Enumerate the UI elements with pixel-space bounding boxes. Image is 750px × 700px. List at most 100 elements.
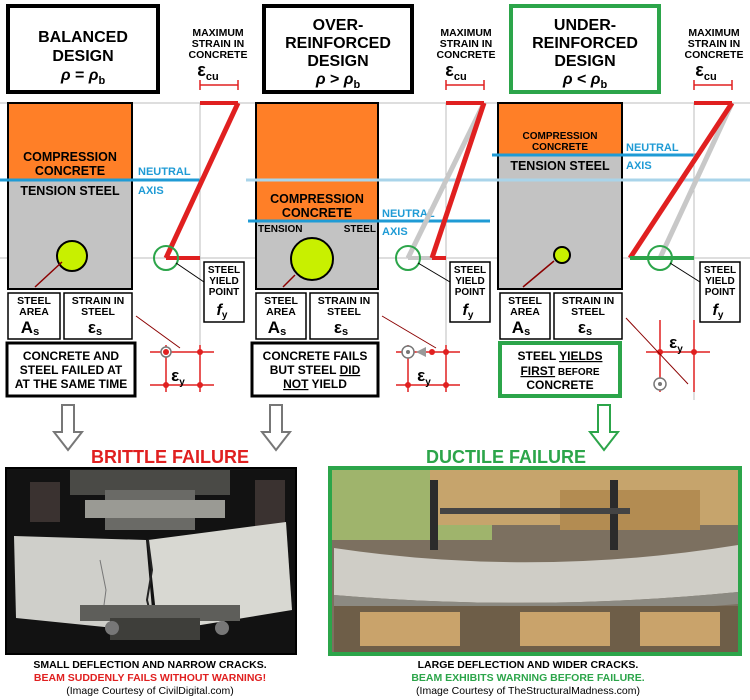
svg-text:CONCRETE: CONCRETE [437, 49, 496, 61]
svg-text:NEUTRAL: NEUTRAL [626, 142, 679, 154]
balanced-eps-cu: εcu [197, 60, 218, 83]
panel-over-reinforced: OVER- REINFORCED DESIGN ρ > ρb MAXIMUM S… [246, 4, 496, 398]
svg-text:CONCRETE FAILS: CONCRETE FAILS [263, 349, 368, 363]
brittle-caption-credit: (Image Courtesy of CivilDigital.com) [66, 685, 233, 697]
balanced-compression-label1: COMPRESSION [23, 150, 117, 164]
balanced-tension-label: TENSION STEEL [20, 184, 120, 198]
svg-text:UNDER-: UNDER- [554, 17, 616, 34]
svg-text:STRAIN IN: STRAIN IN [72, 295, 125, 307]
svg-text:AREA: AREA [510, 306, 540, 318]
svg-text:MAXIMUM: MAXIMUM [688, 27, 740, 39]
svg-text:FIRST BEFORE: FIRST BEFORE [520, 364, 599, 378]
svg-text:STEEL: STEEL [454, 265, 486, 276]
svg-text:STEEL: STEEL [17, 295, 51, 307]
ductile-caption-credit: (Image Courtesy of TheStructuralMadness.… [416, 685, 640, 697]
svg-text:CONCRETE: CONCRETE [282, 206, 352, 220]
svg-text:CONCRETE AND: CONCRETE AND [23, 349, 120, 363]
svg-text:STRAIN IN: STRAIN IN [318, 295, 371, 307]
under-steel-area-box [499, 292, 551, 340]
svg-text:εcu: εcu [445, 60, 466, 83]
svg-text:AREA: AREA [19, 306, 49, 318]
svg-text:fy: fy [713, 302, 724, 321]
balanced-yield-point-marker [153, 245, 179, 271]
svg-text:STEEL: STEEL [344, 224, 376, 235]
under-strain-steel-box [553, 292, 623, 340]
svg-text:εs: εs [578, 318, 592, 338]
svg-text:ρ > ρb: ρ > ρb [315, 71, 361, 91]
svg-text:STEEL: STEEL [81, 306, 115, 318]
svg-text:POINT: POINT [705, 287, 736, 298]
balanced-max-strain-line2: STRAIN IN [192, 38, 245, 50]
balanced-neutral-label1: NEUTRAL [138, 166, 191, 178]
over-steel-area-box [255, 292, 307, 340]
balanced-compression-zone [7, 102, 133, 181]
svg-text:εy: εy [669, 333, 683, 355]
ductile-caption-line2: BEAM EXHIBITS WARNING BEFORE FAILURE. [411, 672, 644, 684]
svg-text:fy: fy [217, 302, 228, 321]
svg-text:REINFORCED: REINFORCED [285, 35, 391, 52]
svg-text:εs: εs [334, 318, 348, 338]
svg-text:OVER-: OVER- [313, 17, 364, 34]
svg-text:εcu: εcu [695, 60, 716, 83]
svg-text:STRAIN IN: STRAIN IN [440, 38, 493, 50]
over-yield-point-marker [395, 245, 421, 271]
svg-text:εy: εy [417, 366, 431, 388]
svg-text:AREA: AREA [266, 306, 296, 318]
under-yield-point-marker [647, 245, 673, 271]
svg-text:CONCRETE: CONCRETE [526, 378, 593, 392]
svg-text:POINT: POINT [209, 287, 240, 298]
svg-text:YIELD: YIELD [705, 276, 734, 287]
balanced-max-strain-line1: MAXIMUM [192, 27, 244, 39]
under-strain-line [627, 101, 735, 260]
svg-text:CONCRETE: CONCRETE [532, 142, 588, 153]
balanced-eps-y: εy [171, 366, 185, 388]
svg-text:As: As [268, 318, 286, 338]
svg-text:TENSION STEEL: TENSION STEEL [510, 159, 610, 173]
over-conclusion-box [250, 341, 380, 398]
svg-text:εs: εs [88, 318, 102, 338]
svg-text:fy: fy [463, 302, 474, 321]
ductile-failure-title: DUCTILE FAILURE [426, 447, 586, 467]
svg-text:As: As [21, 318, 39, 338]
svg-text:STEEL FAILED AT: STEEL FAILED AT [20, 363, 123, 377]
brittle-arrow-right-icon [259, 404, 293, 452]
balanced-steel-bar [56, 240, 88, 272]
svg-text:STRAIN IN: STRAIN IN [688, 38, 741, 50]
svg-text:AT THE SAME TIME: AT THE SAME TIME [15, 377, 127, 391]
svg-text:CONCRETE: CONCRETE [685, 49, 744, 61]
svg-text:COMPRESSION: COMPRESSION [270, 192, 364, 206]
brittle-arrow-left-icon [51, 404, 85, 452]
svg-text:POINT: POINT [455, 287, 486, 298]
svg-text:YIELD: YIELD [455, 276, 484, 287]
under-compression-zone [497, 102, 623, 156]
svg-text:STRAIN IN: STRAIN IN [562, 295, 615, 307]
over-strain-line [429, 102, 487, 259]
over-title-box [262, 4, 414, 94]
svg-text:AXIS: AXIS [626, 160, 652, 172]
svg-text:AXIS: AXIS [382, 226, 408, 238]
balanced-compression-label2: CONCRETE [35, 164, 105, 178]
balanced-strain-line [163, 101, 241, 260]
ductile-caption-line1: LARGE DEFLECTION AND WIDER CRACKS. [418, 659, 639, 671]
balanced-max-strain-line3: CONCRETE [189, 49, 248, 61]
svg-text:STEEL: STEEL [327, 306, 361, 318]
under-title-box [509, 4, 661, 94]
balanced-yield-box [203, 261, 245, 323]
svg-text:BUT STEEL DID: BUT STEEL DID [270, 363, 361, 377]
svg-text:TENSION: TENSION [258, 224, 302, 235]
balanced-conclusion-box [5, 341, 137, 398]
balanced-strain-steel-box [63, 292, 133, 340]
balanced-title-box [6, 4, 160, 94]
over-yield-box [449, 261, 491, 323]
brittle-caption-line2: BEAM SUDDENLY FAILS WITHOUT WARNING! [34, 672, 266, 684]
over-steel-bar [290, 237, 334, 281]
balanced-title-line2: DESIGN [52, 48, 113, 65]
svg-text:NEUTRAL: NEUTRAL [382, 208, 435, 220]
svg-text:YIELD: YIELD [209, 276, 238, 287]
ductile-arrow-icon [587, 404, 621, 452]
balanced-rho-relation: ρ = ρb [60, 67, 106, 87]
svg-text:As: As [512, 318, 530, 338]
svg-text:NOT YIELD: NOT YIELD [283, 377, 347, 391]
balanced-steel-area-box [7, 292, 61, 340]
